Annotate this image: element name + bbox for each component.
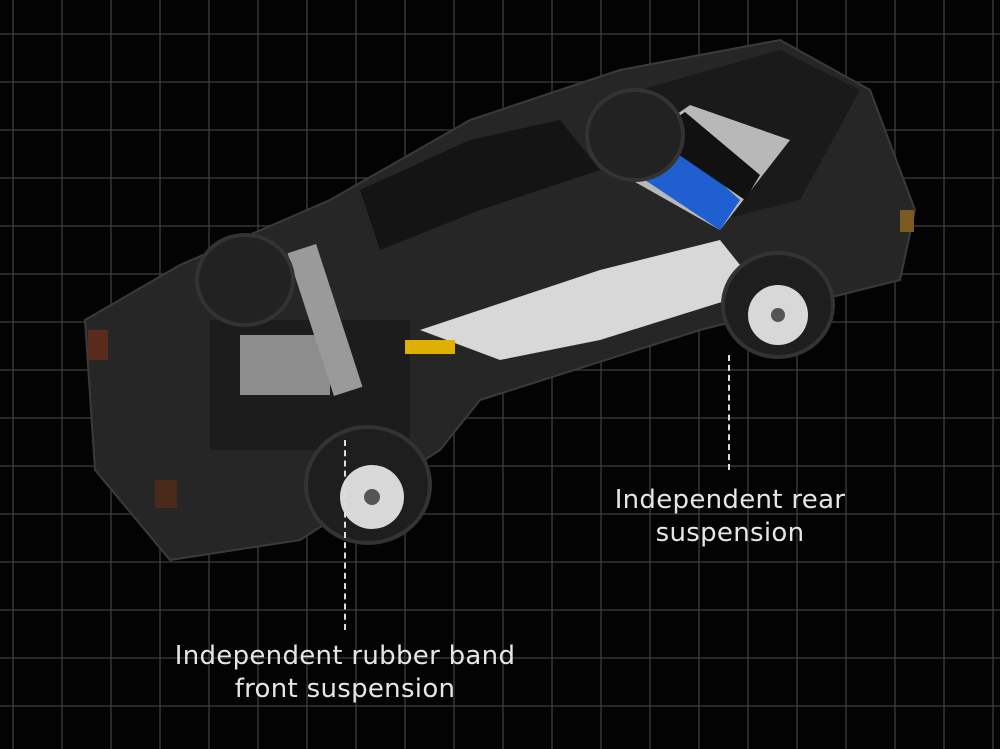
front-callout-line2: front suspension: [234, 674, 456, 704]
wheels: [195, 88, 835, 545]
rear-suspension-callout: Independent rear suspension: [590, 484, 870, 550]
front-callout-line1: Independent rubber band: [174, 641, 516, 671]
rear-callout-leader-line: [728, 355, 730, 470]
rear-callout-line2: suspension: [655, 518, 805, 548]
rear-callout-line1: Independent rear: [614, 485, 846, 515]
front-callout-leader-line: [344, 440, 346, 630]
front-suspension-callout: Independent rubber band front suspension: [150, 640, 540, 706]
